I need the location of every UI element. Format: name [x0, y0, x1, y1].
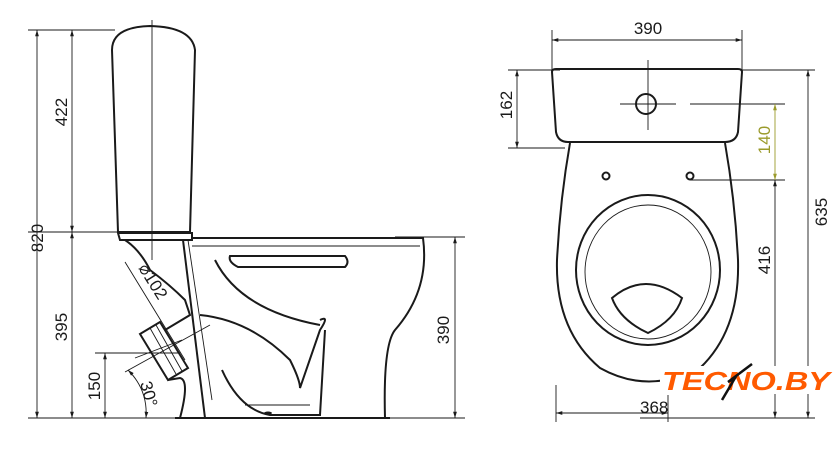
label-total-depth: 635	[812, 198, 831, 226]
label-bowl-height: 395	[52, 313, 71, 341]
label-tank-height-front: 162	[497, 91, 516, 119]
bowl-opening	[610, 283, 684, 335]
tecno-by-logo: TECNO.BY	[660, 363, 833, 401]
label-seat-hole-distance: 416	[755, 246, 774, 274]
logo-text: TECNO.BY	[662, 366, 833, 396]
label-tank-width: 390	[634, 19, 662, 38]
outlet-spigot	[138, 320, 190, 382]
label-rim-height: 390	[434, 316, 453, 344]
label-base-width: 368	[640, 398, 668, 417]
label-outlet-angle: 30°	[136, 379, 161, 409]
seat-hole-right	[685, 171, 695, 181]
label-tank-height: 422	[52, 98, 71, 126]
seat-hole-left	[601, 171, 611, 181]
cistern	[110, 24, 197, 233]
label-outlet-height: 150	[85, 372, 104, 400]
top-view: 390 162 140 635 416 368	[497, 19, 831, 422]
side-view: 820 422 395 150 30° ⌀102 390	[28, 20, 465, 419]
label-seat-hole-offset: 140	[755, 126, 774, 154]
label-total-height: 820	[28, 224, 47, 252]
cistern-top	[550, 68, 744, 143]
flush-button	[635, 93, 657, 115]
